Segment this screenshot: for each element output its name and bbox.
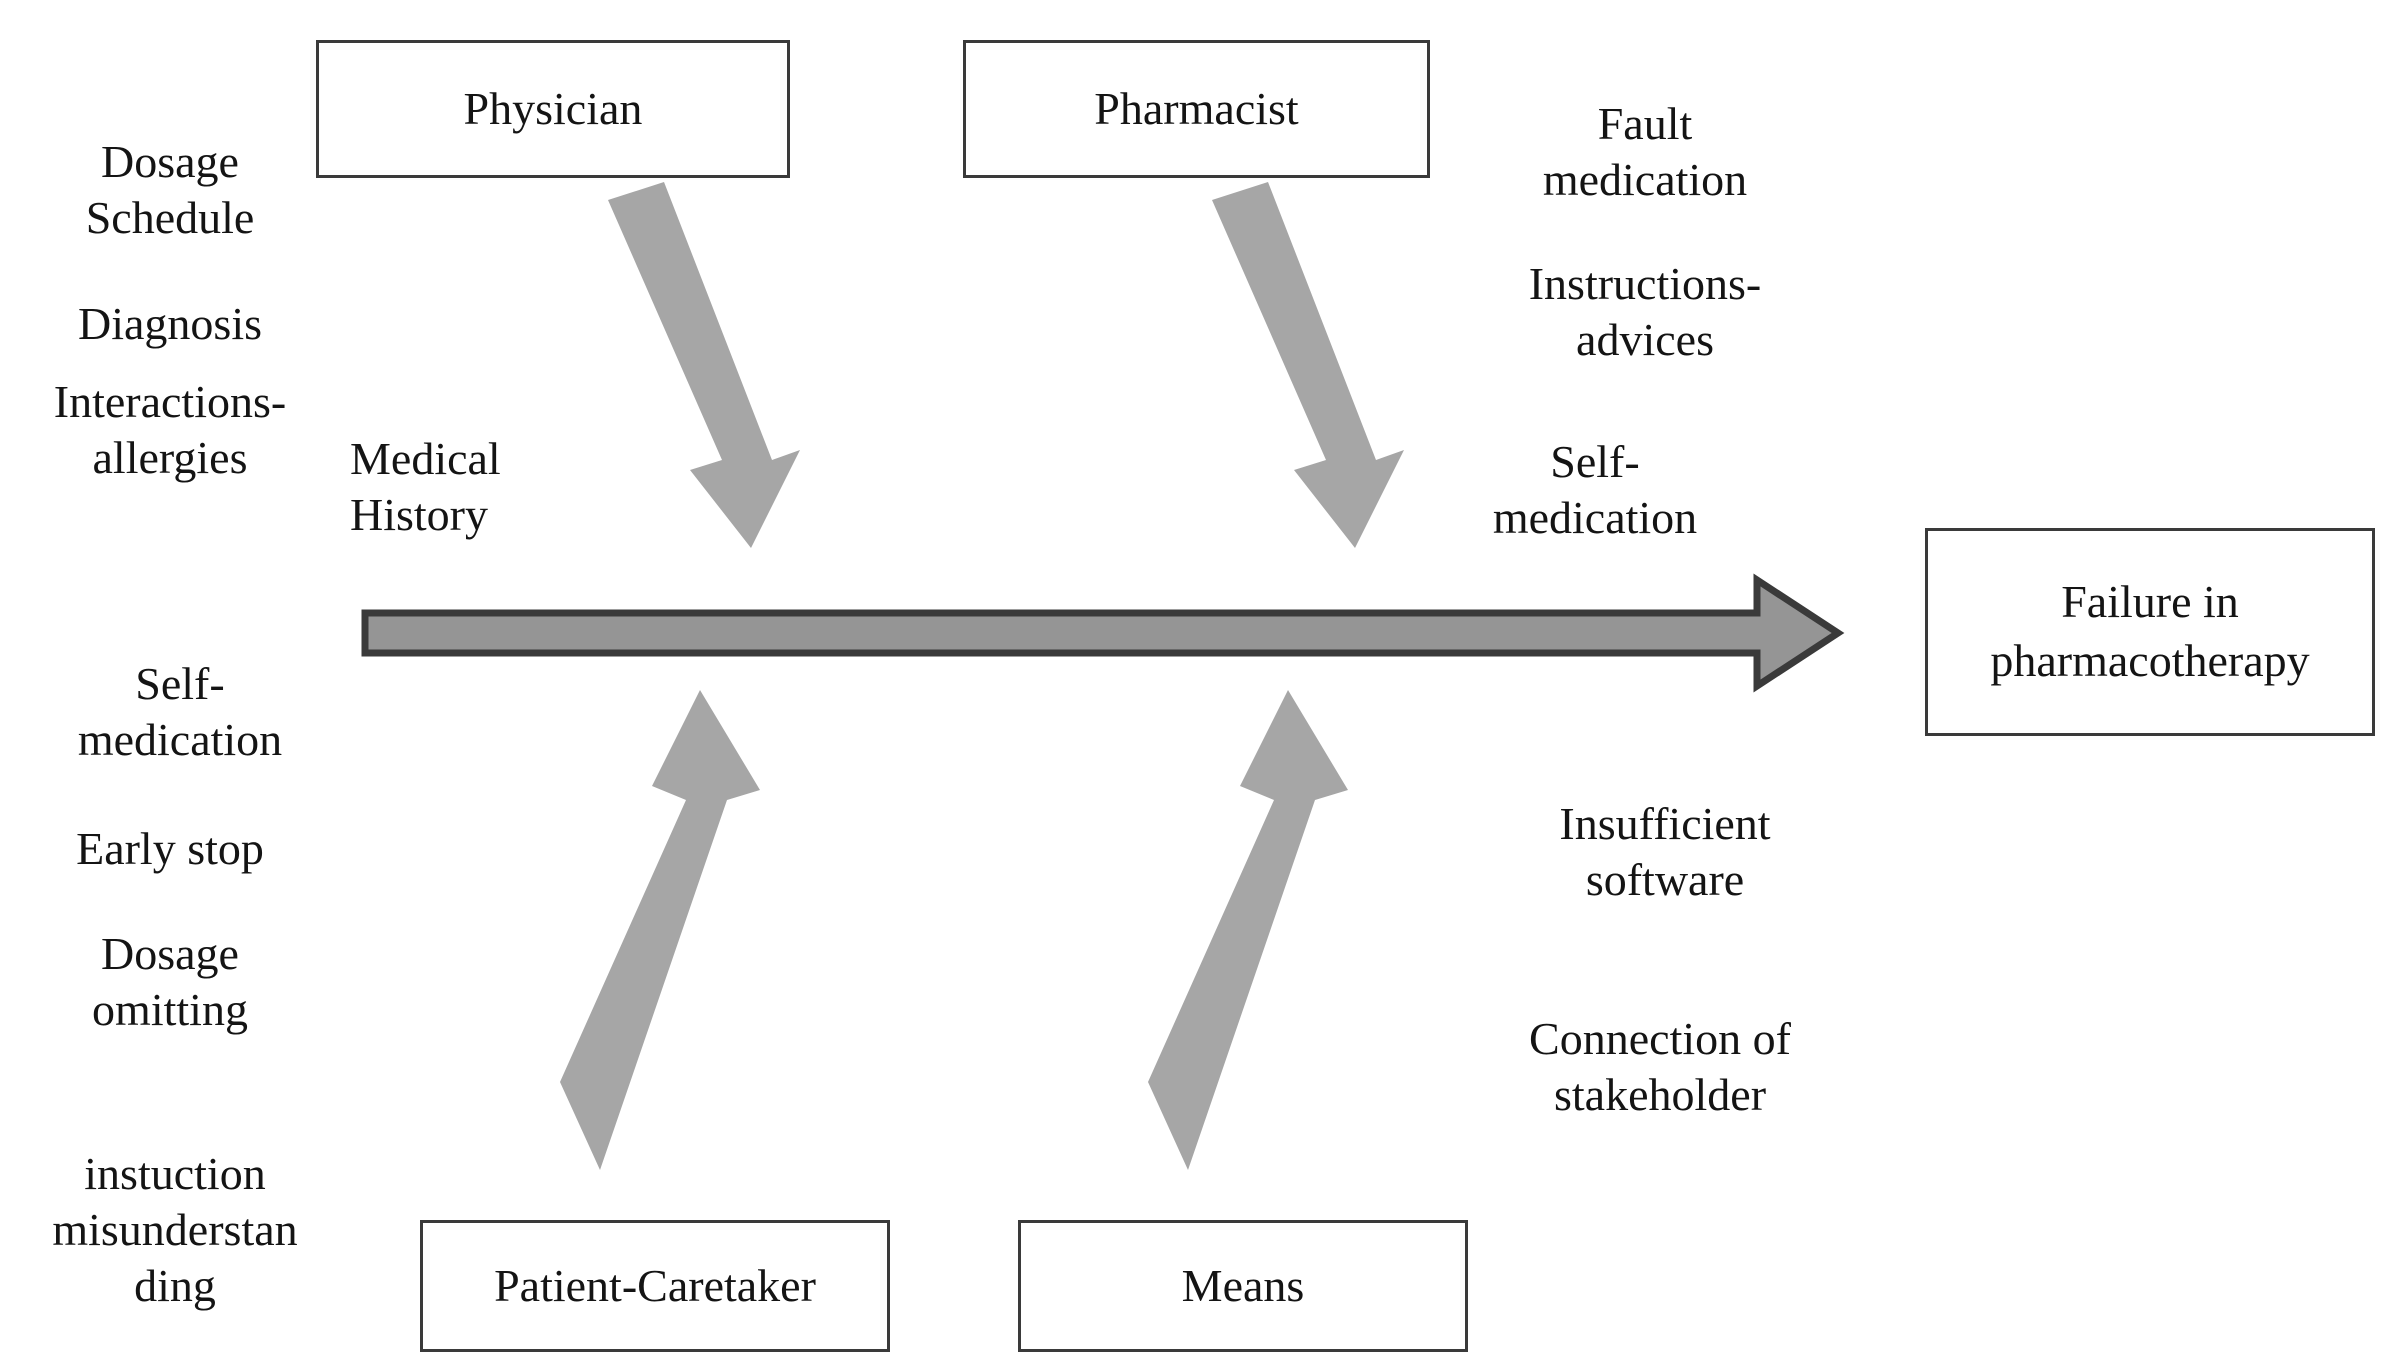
bone-arrow-physician xyxy=(608,182,800,548)
cause-label-diagnosis: Diagnosis xyxy=(20,240,320,352)
category-label-pharmacist: Pharmacist xyxy=(1094,82,1299,134)
cause-label-self-medication-patient: Self- medication xyxy=(20,600,340,768)
bone-arrow-means xyxy=(1148,690,1348,1170)
cause-text-interactions-allergies: Interactions- allergies xyxy=(53,376,287,484)
cause-label-fault-medication: Fault medication xyxy=(1480,40,1810,208)
bone-arrow-pharmacist xyxy=(1212,182,1404,548)
cause-text-fault-medication: Fault medication xyxy=(1542,98,1748,206)
cause-text-medical-history: Medical History xyxy=(350,433,501,541)
effect-label: Failure in pharmacotherapy xyxy=(1990,576,2310,686)
cause-label-dosage-schedule: Dosage Schedule xyxy=(20,78,320,246)
cause-text-dosage-schedule: Dosage Schedule xyxy=(85,136,255,244)
cause-text-connection-of-stakeholder: Connection of stakeholder xyxy=(1529,1013,1791,1121)
cause-label-self-medication-pharmacist: Self- medication xyxy=(1430,378,1760,546)
category-box-patient-caretaker[interactable]: Patient-Caretaker xyxy=(420,1220,890,1352)
cause-label-connection-of-stakeholder: Connection of stakeholder xyxy=(1470,955,1850,1123)
cause-label-interactions-allergies: Interactions- allergies xyxy=(10,318,330,486)
cause-label-instructions-advices: Instructions- advices xyxy=(1470,200,1820,368)
spine-arrow xyxy=(361,573,1845,693)
cause-text-diagnosis: Diagnosis xyxy=(78,298,262,350)
effect-box[interactable]: Failure in pharmacotherapy xyxy=(1925,528,2375,736)
cause-label-early-stop: Early stop xyxy=(20,765,320,877)
cause-label-dosage-omitting: Dosage omitting xyxy=(20,870,320,1038)
cause-text-self-medication-pharmacist: Self- medication xyxy=(1492,436,1698,544)
cause-label-insufficient-software: Insufficient software xyxy=(1490,740,1840,908)
cause-text-insufficient-software: Insufficient software xyxy=(1559,798,1771,906)
cause-text-instuction-misunderstanding: instuction misunderstan ding xyxy=(52,1148,298,1312)
category-label-physician: Physician xyxy=(463,82,643,134)
category-label-patient-caretaker: Patient-Caretaker xyxy=(494,1259,816,1311)
cause-label-instuction-misunderstanding: instuction misunderstan ding xyxy=(10,1090,340,1314)
category-label-means: Means xyxy=(1181,1259,1305,1311)
cause-text-early-stop: Early stop xyxy=(76,823,264,875)
cause-text-instructions-advices: Instructions- advices xyxy=(1528,258,1762,366)
category-box-pharmacist[interactable]: Pharmacist xyxy=(963,40,1430,178)
cause-label-medical-history: Medical History xyxy=(350,375,610,543)
category-box-means[interactable]: Means xyxy=(1018,1220,1468,1352)
bone-arrow-patient-caretaker xyxy=(560,690,760,1170)
cause-text-self-medication-patient: Self- medication xyxy=(77,658,283,766)
category-box-physician[interactable]: Physician xyxy=(316,40,790,178)
cause-text-dosage-omitting: Dosage omitting xyxy=(92,928,248,1036)
